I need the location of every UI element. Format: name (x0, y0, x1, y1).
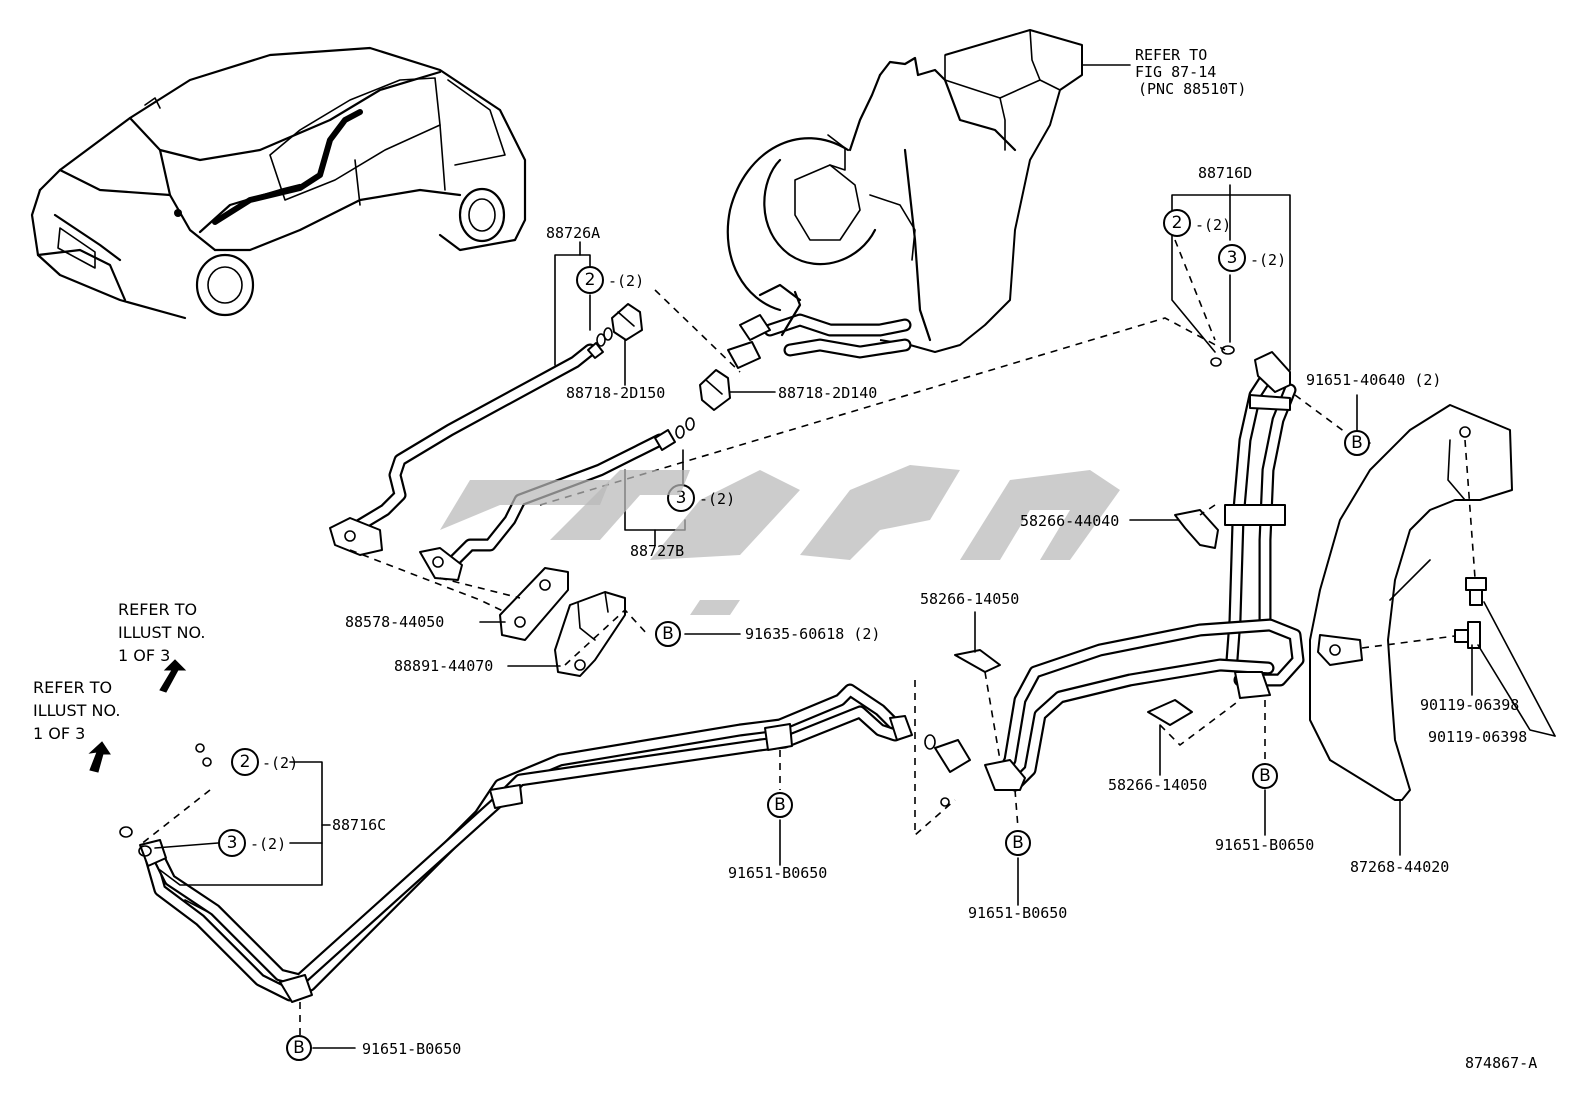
label-88716c: 88716C (332, 816, 386, 834)
pipe-right-loop (924, 618, 1305, 807)
refer-fig-line1: REFER TO (1135, 46, 1207, 64)
refer-illust-b-line2: ILLUST NO. (33, 701, 120, 720)
mark-2: 2 (1172, 213, 1183, 233)
label-87268-44020: 87268-44020 (1350, 858, 1449, 876)
cover-87268-44020 (1309, 404, 1513, 801)
mark-b: B (1012, 833, 1024, 853)
mark-b: B (774, 795, 786, 815)
label-91651-b0650-a: 91651-B0650 (1215, 836, 1314, 854)
mark-b: B (662, 624, 674, 644)
label-90119-06398-a: 90119-06398 (1420, 696, 1519, 714)
qty-label: -(2) (262, 754, 298, 772)
clamp-58266-44040 (1174, 509, 1219, 549)
label-88891-44070: 88891-44070 (394, 657, 493, 675)
up-arrow-icon (159, 659, 187, 693)
label-90119-06398-b: 90119-06398 (1428, 728, 1527, 746)
refer-illust-b-line1: REFER TO (33, 678, 112, 697)
refer-fig-line3: (PNC 88510T) (1138, 80, 1246, 98)
circle-marks: 2 3 2 3 2 3 B B B B B B (218, 209, 1370, 1061)
mark-2: 2 (585, 270, 596, 290)
label-88726a: 88726A (546, 224, 600, 242)
label-58266-14050-b: 58266-14050 (1108, 776, 1207, 794)
nut-88718-2d150 (611, 303, 643, 341)
bracket-88578-44050 (499, 567, 569, 641)
mark-3: 3 (227, 833, 238, 853)
figure-number: 874867-A (1465, 1054, 1537, 1072)
bracket-88891-44070 (554, 591, 626, 677)
label-91635-60618: 91635-60618 (2) (745, 625, 880, 643)
pipe-88727b (419, 417, 695, 581)
label-91651-b0650-c: 91651-B0650 (968, 904, 1067, 922)
up-arrow-icon (88, 741, 111, 773)
mark-b: B (1259, 766, 1271, 786)
label-58266-14050-a: 58266-14050 (920, 590, 1019, 608)
label-91651-b0650-b: 91651-B0650 (728, 864, 827, 882)
bolt-90119-06398-b (1454, 621, 1481, 649)
refer-illust-a-line1: REFER TO (118, 600, 197, 619)
nut-88718-2d140 (699, 369, 731, 411)
mark-3: 3 (676, 488, 687, 508)
label-91651-b0650-d: 91651-B0650 (362, 1040, 461, 1058)
qty-label: -(2) (250, 835, 286, 853)
pipe-88716c (119, 683, 913, 1003)
qty-label: -(2) (699, 490, 735, 508)
label-88718-2d150: 88718-2D150 (566, 384, 665, 402)
qty-label: -(2) (1250, 251, 1286, 269)
clamp-58266-14050-b (1147, 699, 1193, 726)
labels: REFER TO FIG 87-14 (PNC 88510T) 88716D -… (33, 46, 1537, 1072)
label-88727b: 88727B (630, 542, 684, 560)
refer-fig-line2: FIG 87-14 (1135, 63, 1216, 81)
label-91651-40640: 91651-40640 (2) (1306, 371, 1441, 389)
qty-label: -(2) (608, 272, 644, 290)
refer-illust-a-line3: 1 OF 3 (118, 646, 170, 665)
bolt-90119-06398-a (1465, 577, 1487, 606)
watermark-logo (440, 465, 1120, 615)
vehicle-illustration (30, 46, 527, 320)
label-58266-44040: 58266-44040 (1020, 512, 1119, 530)
pipe-88726a (329, 327, 613, 556)
leader-lines (154, 184, 1556, 1049)
mark-2: 2 (240, 752, 251, 772)
mark-3: 3 (1227, 248, 1238, 268)
mark-b: B (1351, 433, 1363, 453)
qty-label: -(2) (1195, 216, 1231, 234)
clamp-58266-14050-a (954, 649, 1001, 673)
refer-illust-a-line2: ILLUST NO. (118, 623, 205, 642)
refer-illust-b-line3: 1 OF 3 (33, 724, 85, 743)
mark-b: B (293, 1038, 305, 1058)
label-88578-44050: 88578-44050 (345, 613, 444, 631)
pipe-88716d (1210, 345, 1297, 667)
label-88718-2d140: 88718-2D140 (778, 384, 877, 402)
blower-unit (726, 29, 1083, 369)
label-88716d: 88716D (1198, 164, 1252, 182)
dashed-guides (139, 239, 1476, 1035)
